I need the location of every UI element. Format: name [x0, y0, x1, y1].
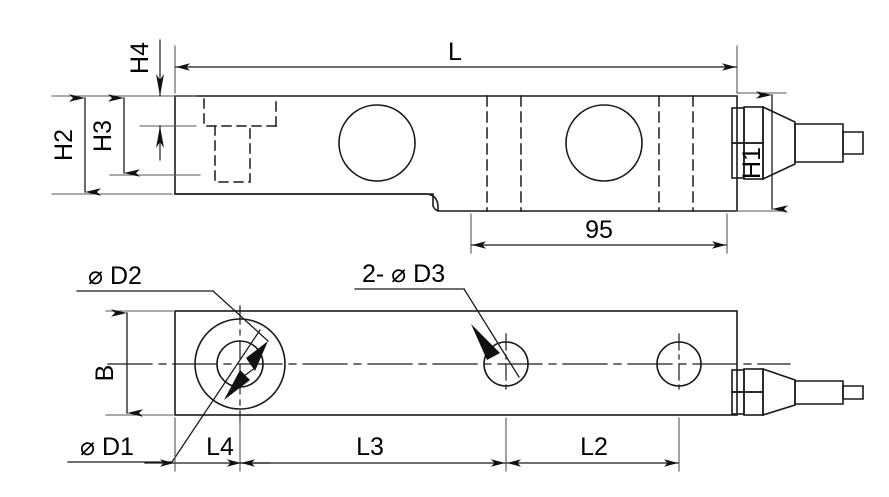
- side-view-step-fillet: [174, 193, 439, 212]
- dimension-H3: [108, 94, 201, 177]
- dimension-H4: [139, 39, 197, 161]
- label-D1: ⌀ D1: [80, 433, 134, 461]
- side-elevation-view: [51, 39, 864, 254]
- hidden-pocket-upper: [203, 98, 277, 127]
- hidden-pocket-lower: [214, 125, 251, 183]
- label-L2: L2: [580, 433, 608, 461]
- side-view-hole-left: [338, 104, 416, 182]
- plan-view-cable-gland: [731, 367, 864, 417]
- label-H3: H3: [89, 120, 117, 152]
- callout-D1: [67, 329, 261, 463]
- dimension-chain-bottom: [144, 417, 680, 472]
- side-view-section-lines: [486, 95, 694, 212]
- label-H1: H1: [738, 147, 766, 179]
- label-L3: L3: [356, 433, 384, 461]
- dimension-H1: [736, 91, 788, 213]
- dimension-95: [470, 213, 728, 254]
- side-view-body-outline: [174, 95, 738, 212]
- label-H2: H2: [50, 129, 78, 161]
- plan-view: [67, 288, 864, 472]
- label-L4: L4: [206, 433, 234, 461]
- side-view-hole-right: [565, 104, 643, 182]
- label-D2: ⌀ D2: [88, 262, 142, 290]
- dimension-L: [174, 45, 738, 94]
- label-95: 95: [585, 216, 613, 244]
- label-B: B: [91, 365, 119, 382]
- label-L: L: [448, 38, 462, 66]
- label-H4: H4: [126, 42, 154, 74]
- label-D3: 2- ⌀ D3: [362, 260, 445, 288]
- plan-view-body-outline: [174, 310, 738, 416]
- callout-D3: [354, 288, 520, 378]
- callout-D2: [76, 290, 269, 377]
- dimension-B: [105, 309, 174, 417]
